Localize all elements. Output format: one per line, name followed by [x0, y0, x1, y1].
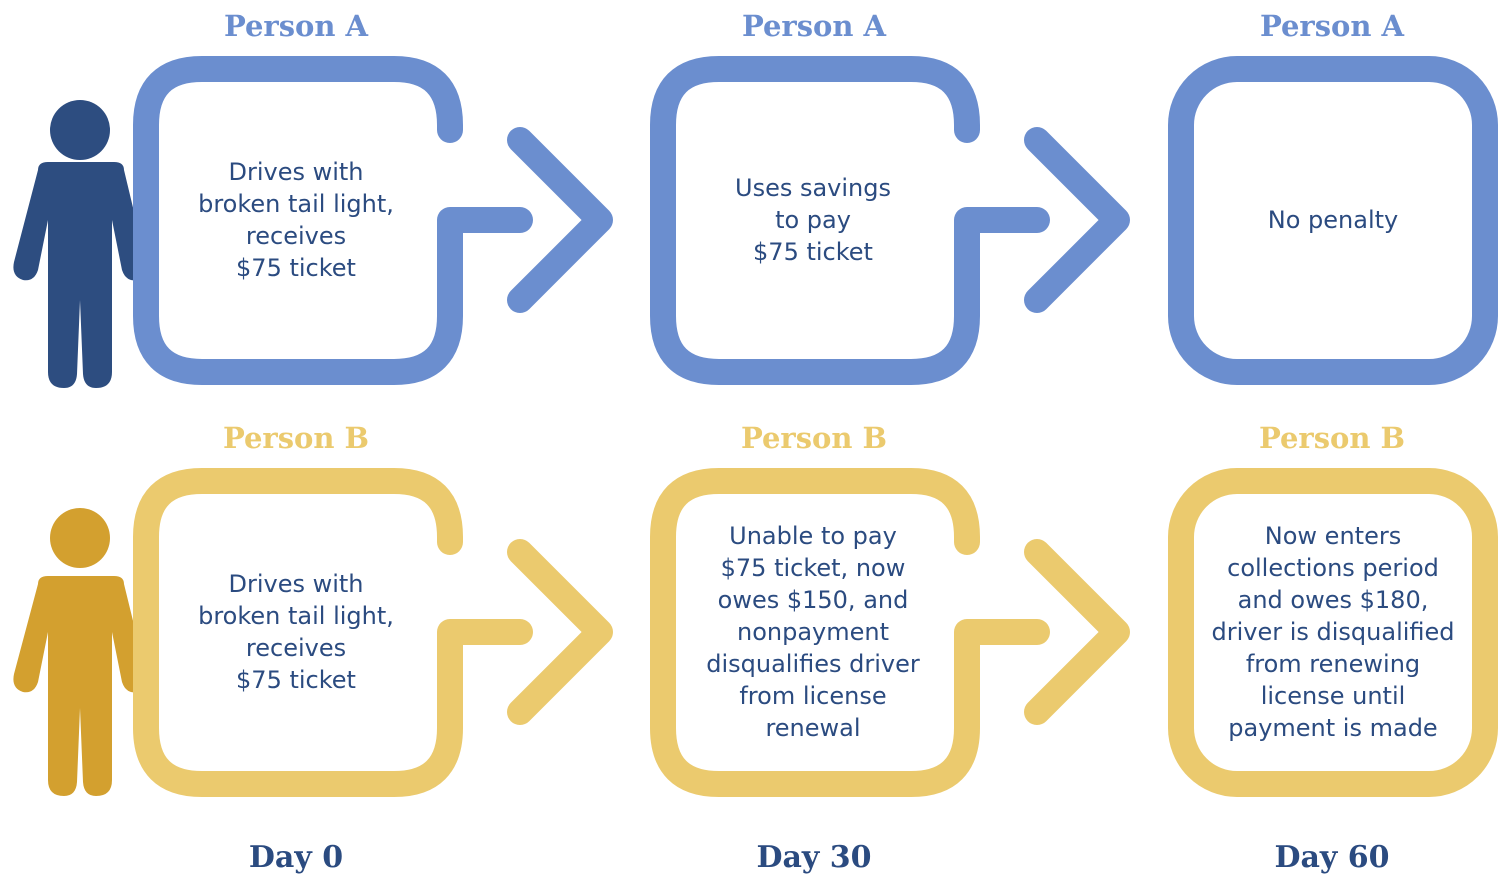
box-a-day0	[133, 56, 533, 385]
person-b-step-day30-text: Unable to pay $75 ticket, now owes $150,…	[706, 522, 920, 742]
box-b-day30	[650, 468, 1050, 797]
person-a-heading-day30: Person A	[741, 9, 887, 43]
day-label-0: Day 0	[248, 840, 344, 875]
person-b-heading-day0: Person B	[222, 421, 370, 455]
person-a-figure-icon	[13, 100, 147, 388]
box-a-day30	[650, 56, 1050, 385]
person-a-heading-day60: Person A	[1259, 9, 1405, 43]
arrow-right-icon	[1024, 539, 1130, 725]
person-b-figure-icon	[13, 508, 147, 796]
person-a-step-day60-text: No penalty	[1267, 206, 1399, 234]
day-label-60: Day 60	[1274, 840, 1390, 875]
day-label-30: Day 30	[756, 840, 872, 875]
arrow-right-icon	[507, 127, 613, 313]
person-b-step-day0-text: Drives with broken tail light, receives …	[198, 570, 394, 694]
person-b-heading-day30: Person B	[740, 421, 888, 455]
person-a-step-day0-text: Drives with broken tail light, receives …	[198, 158, 394, 282]
person-a-heading-day0: Person A	[223, 9, 369, 43]
box-a-day60	[1168, 56, 1498, 385]
person-a-step-day30-text: Uses savings to pay $75 ticket	[735, 174, 891, 266]
arrow-right-icon	[1024, 127, 1130, 313]
person-b-heading-day60: Person B	[1258, 421, 1406, 455]
box-b-day60	[1168, 468, 1498, 797]
person-b-step-day60-text: Now enters collections period and owes $…	[1211, 522, 1455, 742]
box-b-day0	[133, 468, 533, 797]
arrow-right-icon	[507, 539, 613, 725]
